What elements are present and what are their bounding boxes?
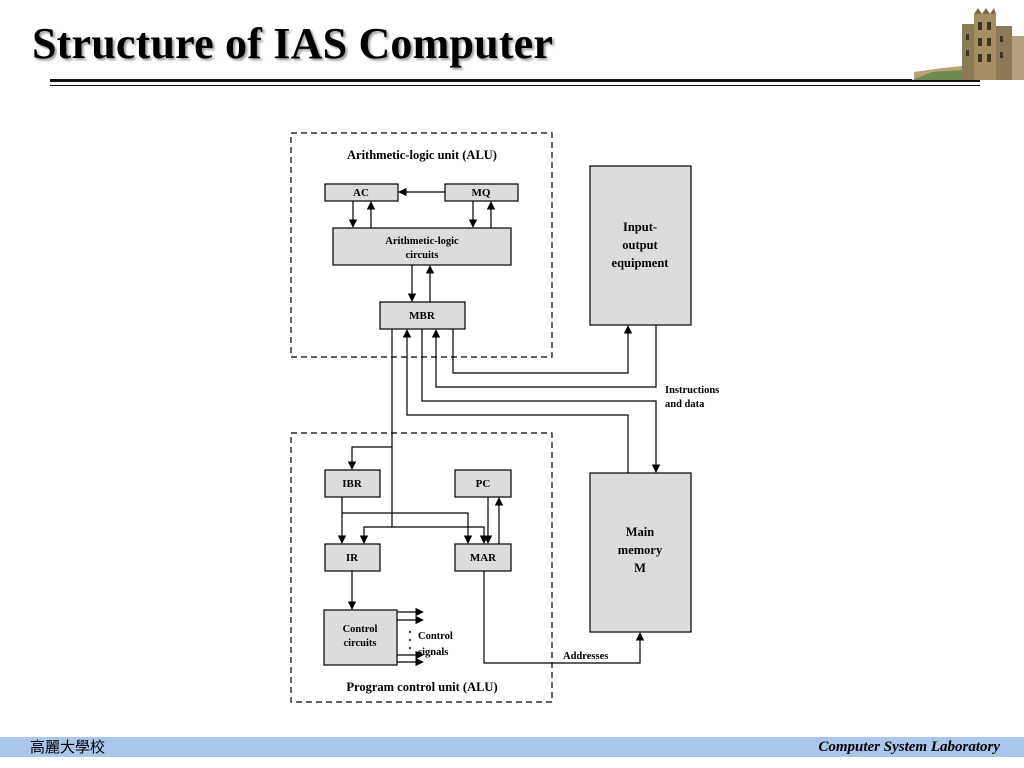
main-memory	[589, 472, 692, 633]
ibr-register	[324, 469, 381, 498]
control-signals-label-1: Control	[418, 631, 453, 642]
university-building-logo	[912, 6, 1024, 80]
io-label-2: output	[622, 238, 658, 252]
ac-register	[324, 183, 399, 202]
mar-register	[454, 543, 512, 572]
pc-label: PC	[476, 478, 491, 490]
ibr-to-mar-line	[342, 512, 473, 544]
control-signal-dot	[409, 647, 411, 649]
mar-label: MAR	[470, 552, 497, 564]
alc-label-1: Arithmetic-logic	[385, 236, 459, 247]
mbr-to-ibr-line	[347, 329, 393, 470]
title-underline-thin	[50, 85, 980, 86]
footer-bar: 高麗大學校 Computer System Laboratory	[0, 737, 1024, 757]
control-signals-label-2: signals	[418, 647, 448, 658]
mbr-to-ir-branch	[359, 526, 392, 544]
mq-label: MQ	[472, 187, 491, 199]
ac-label: AC	[353, 187, 369, 199]
alu-title: Arithmetic-logic unit (ALU)	[347, 148, 497, 162]
cc-label-2: circuits	[343, 638, 376, 649]
control-circuits	[323, 609, 398, 666]
control-signal-dot	[409, 631, 411, 633]
mbr-register	[379, 301, 466, 330]
mem-label-2: memory	[618, 543, 663, 557]
io-to-mbr-line	[431, 325, 657, 388]
cc-label-1: Control	[343, 624, 378, 635]
mem-label-1: Main	[626, 525, 655, 539]
ibr-label: IBR	[342, 478, 363, 490]
mbr-label: MBR	[409, 310, 436, 322]
control-signal-dot	[409, 639, 411, 641]
io-equipment	[589, 165, 692, 326]
footer-university: 高麗大學校	[30, 738, 106, 756]
title-underline	[50, 79, 980, 82]
mbr-to-memory-line	[421, 329, 661, 473]
pcu-title: Program control unit (ALU)	[346, 680, 497, 694]
slide-title: Structure of IAS Computer	[32, 19, 554, 68]
footer-lab: Computer System Laboratory	[818, 739, 1000, 755]
mbr-to-io-line	[452, 325, 633, 374]
mar-to-memory-line	[483, 571, 645, 664]
arithmetic-logic-circuits	[332, 227, 512, 266]
ir-label: IR	[346, 552, 359, 564]
ir-register	[324, 543, 381, 572]
io-label-1: Input-	[623, 220, 657, 234]
alc-label-2: circuits	[405, 250, 438, 261]
mem-label-3: M	[634, 561, 646, 575]
addresses-label: Addresses	[563, 651, 608, 662]
pcu-border	[290, 432, 553, 703]
mbr-to-ir-mar-line	[391, 447, 489, 544]
instructions-label-2: and data	[665, 399, 705, 410]
pc-register	[454, 469, 512, 498]
memory-to-mbr-line	[402, 329, 629, 473]
instructions-label-1: Instructions	[665, 385, 719, 396]
io-label-3: equipment	[612, 256, 670, 270]
